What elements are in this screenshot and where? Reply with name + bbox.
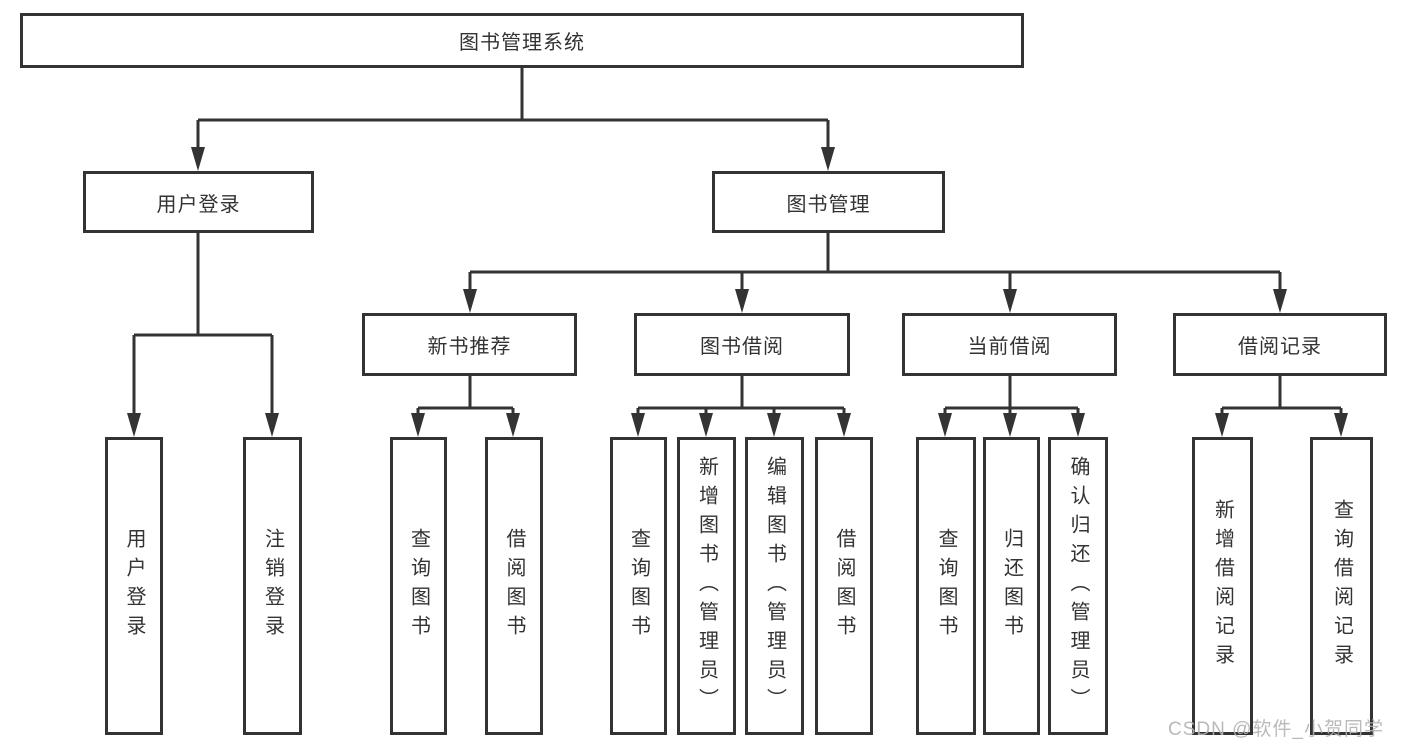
- leaf-add-borrow-record: 新增借阅记录: [1192, 437, 1253, 735]
- leaf-borrow-books-recommend: 借阅图书: [485, 437, 543, 735]
- node-user-login: 用户登录: [83, 171, 314, 233]
- csdn-watermark: CSDN @软件_小贺同学: [1168, 719, 1384, 740]
- leaf-query-books-borrow: 查询图书: [610, 437, 667, 735]
- connector-book-borrow-to-leaves: [636, 376, 846, 416]
- leaf-borrow-books: 借阅图书: [815, 437, 873, 735]
- connector-root-to-level1: [196, 68, 830, 150]
- node-book-management: 图书管理: [712, 171, 945, 233]
- connector-lines: [132, 68, 1343, 416]
- leaf-user-login: 用户登录: [105, 437, 163, 735]
- node-library-management-system: 图书管理系统: [20, 13, 1024, 68]
- leaf-query-books-recommend: 查询图书: [390, 437, 447, 735]
- connector-new-book-recommend-to-leaves: [416, 376, 515, 416]
- leaf-return-book: 归还图书: [983, 437, 1040, 735]
- leaf-add-book-admin: 新增图书（管理员）: [677, 437, 736, 735]
- connector-book-management-to-level2: [468, 233, 1282, 292]
- arrowheads: [127, 147, 1348, 437]
- leaf-query-books-current: 查询图书: [916, 437, 976, 735]
- connector-borrow-records-to-leaves: [1220, 376, 1343, 416]
- leaf-confirm-return-admin: 确认归还（管理员）: [1048, 437, 1108, 735]
- node-borrow-records: 借阅记录: [1173, 313, 1387, 376]
- leaf-edit-book-admin: 编辑图书（管理员）: [745, 437, 804, 735]
- node-current-borrow: 当前借阅: [902, 313, 1117, 376]
- leaf-logout: 注销登录: [243, 437, 302, 735]
- connector-user-login-to-leaves: [132, 233, 274, 416]
- node-book-borrow: 图书借阅: [634, 313, 850, 376]
- leaf-query-borrow-record: 查询借阅记录: [1310, 437, 1373, 735]
- connector-current-borrow-to-leaves: [943, 376, 1080, 416]
- node-new-book-recommend: 新书推荐: [362, 313, 577, 376]
